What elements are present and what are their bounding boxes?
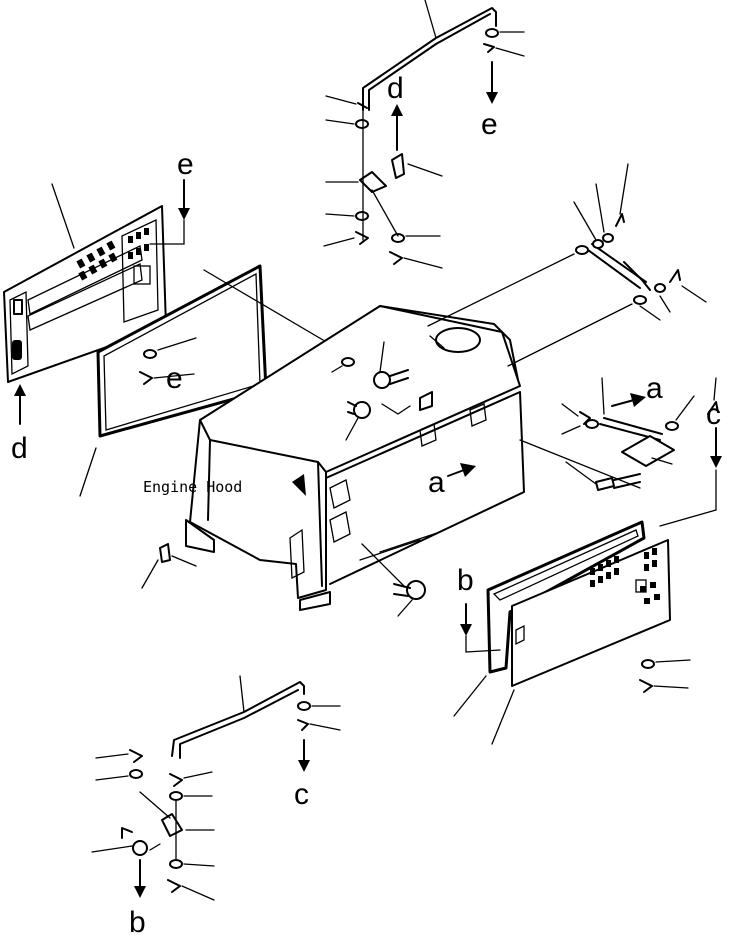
callout-e-gasket: e xyxy=(166,362,183,395)
callout-a-right: a xyxy=(646,372,663,405)
latch-pin-assembly xyxy=(447,377,722,527)
top-handrail-assembly xyxy=(323,0,525,269)
callout-b-door: b xyxy=(457,564,474,597)
hood-fasteners xyxy=(141,341,433,617)
callout-e-left: e xyxy=(177,148,194,181)
gas-spring-assembly xyxy=(427,163,707,367)
engine-hood-body: Engine Hood xyxy=(143,305,525,611)
callout-labels: d e e d e a c a b c b xyxy=(11,72,721,938)
callout-b-bottom: b xyxy=(129,906,146,938)
callout-d-top: d xyxy=(387,72,404,105)
callout-d-left: d xyxy=(11,432,28,465)
callout-e-top: e xyxy=(481,108,498,141)
callout-a-hood: a xyxy=(428,466,445,499)
right-side-door-assembly xyxy=(453,520,691,745)
callout-c-right: c xyxy=(706,398,721,431)
callout-c-bottom: c xyxy=(294,778,309,811)
bottom-handrail-assembly xyxy=(91,675,341,901)
engine-hood-label: Engine Hood xyxy=(143,478,242,496)
